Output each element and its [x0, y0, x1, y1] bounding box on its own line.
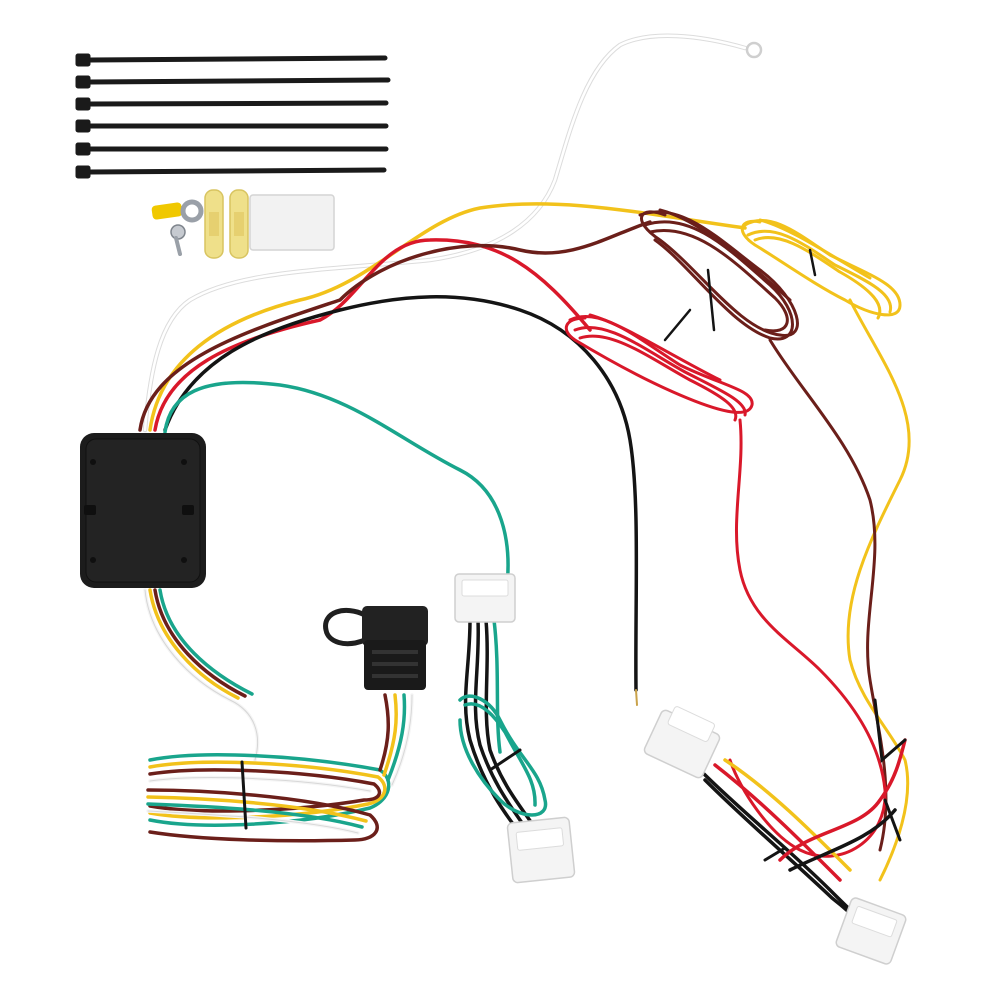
vehicle-plug	[454, 573, 516, 623]
adhesive-pad	[249, 194, 335, 251]
black-wire	[163, 295, 639, 692]
screw	[170, 224, 186, 256]
ring-terminal	[151, 199, 204, 223]
plug-harness-left	[458, 618, 548, 842]
vehicle-plug	[643, 706, 721, 779]
brown-harness-wire	[768, 338, 888, 852]
coil-tie	[240, 760, 248, 830]
flat-four-wire-coil	[146, 693, 414, 843]
converter-box	[80, 433, 206, 588]
butt-connector	[229, 189, 249, 259]
cable-tie	[75, 119, 389, 133]
brown-wire	[138, 220, 652, 432]
red-harness-wire	[728, 418, 887, 858]
wires	[138, 33, 911, 882]
dust-cap-strap	[323, 607, 367, 647]
green-wire	[163, 380, 510, 602]
red-wire-coil	[564, 313, 754, 422]
coiled-wires	[564, 208, 902, 422]
black-wire-bare-end	[635, 689, 638, 706]
brown-wire-coil	[638, 208, 799, 341]
butt-connector	[204, 189, 224, 259]
white-wire	[142, 33, 763, 433]
four-pin-flat-connector	[323, 606, 428, 690]
cable-tie	[75, 75, 391, 89]
box-output-wires	[143, 588, 260, 762]
cable-tie	[75, 165, 387, 179]
cable-ties	[75, 53, 391, 179]
cable-tie	[75, 53, 388, 67]
cable-tie	[75, 97, 389, 111]
ring-end	[745, 41, 763, 59]
vehicle-plug	[506, 816, 576, 884]
coil-loop	[146, 788, 379, 843]
red-wire	[153, 238, 592, 432]
plug-harness-right	[698, 698, 907, 932]
yellow-wire-coil	[741, 218, 902, 320]
coil-ties	[663, 248, 817, 342]
vehicle-plug	[835, 897, 907, 965]
yellow-harness-wire	[846, 298, 911, 882]
cable-tie	[75, 142, 389, 156]
